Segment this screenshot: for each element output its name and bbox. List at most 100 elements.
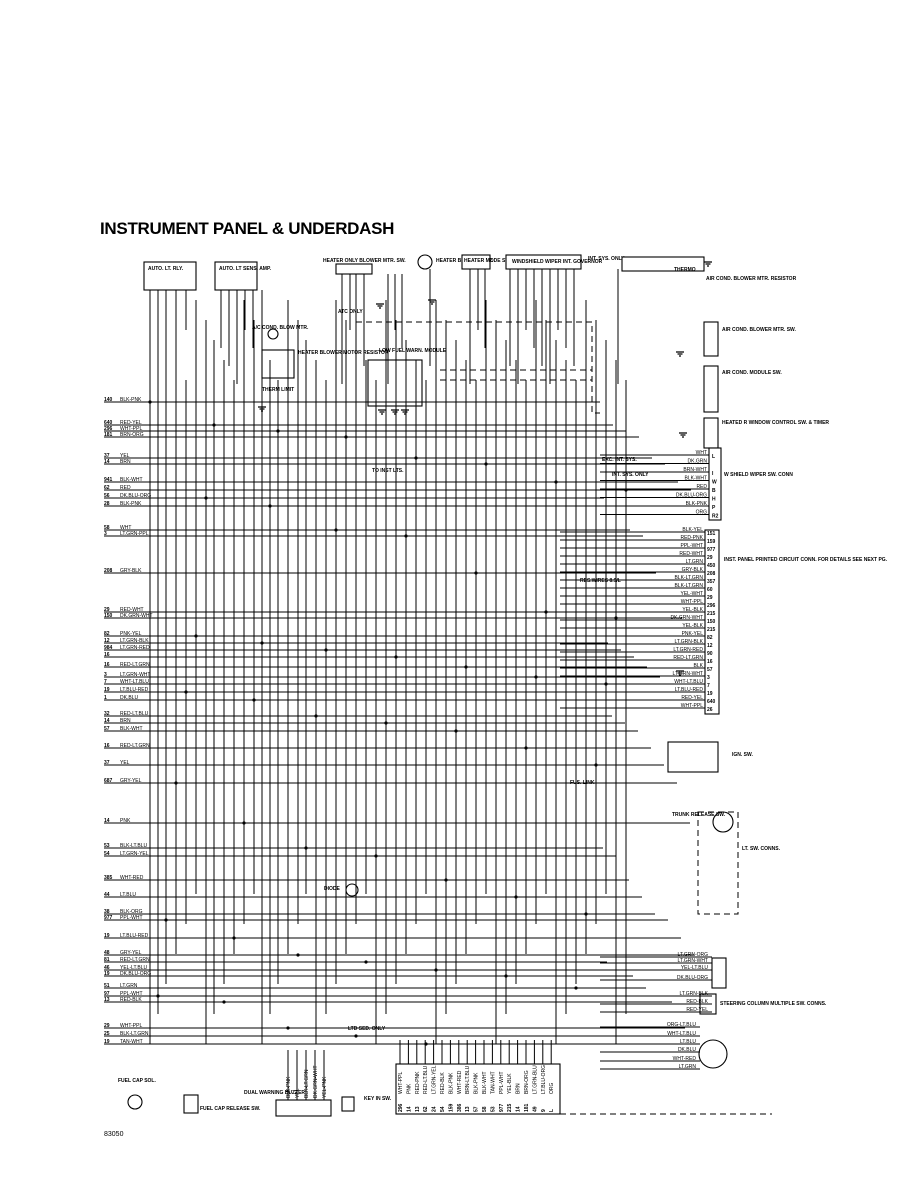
circuit-number: 48 [104, 950, 110, 956]
inst-panel-printed-circuit-conn: INST. PANEL PRINTED CIRCUIT CONN. FOR DE… [704, 529, 888, 715]
panel-pin-color: RED-YEL [681, 695, 703, 701]
circuit-number: 82 [104, 631, 110, 637]
circuit-color: LT.GRN-YEL [120, 851, 149, 857]
circuit-color: DK.BLU-ORG [120, 493, 151, 499]
panel-pin-color: BLK [694, 663, 704, 669]
diode-label: DIODE [324, 886, 341, 892]
trunk-release-sw: TRUNK RELEASE SW. [672, 811, 734, 833]
trunk-release-label: TRUNK RELEASE SW. [672, 812, 726, 818]
heater-resistor-label: HEATER BLOWER MOTOR RESISTOR [298, 350, 389, 356]
circuit-number: 14 [104, 718, 110, 724]
circuit-color: LT.GRN-BLK [120, 638, 149, 644]
panel-pin-color: LT.GRN-BLK [674, 639, 703, 645]
panel-pin-color: WHT-LT.BLU [674, 679, 703, 685]
bottom-pin-number: 215 [507, 1103, 513, 1112]
bottom-pin-number: 159 [448, 1103, 454, 1112]
panel-pin-number: 450 [707, 563, 716, 569]
circuit-color: RED-WHT [120, 607, 144, 613]
ltd-sed-only-label: LTD SED. ONLY [348, 1026, 386, 1032]
circuit-number: 29 [104, 607, 110, 613]
panel-pin-number: 215 [707, 611, 716, 617]
low-fuel-label: LOW FUEL WARN. MODULE [379, 348, 447, 354]
circuit-number: 46 [104, 965, 110, 971]
panel-pin-number: 57 [707, 667, 713, 673]
panel-pin-color: RED-WHT [679, 551, 703, 557]
bottom-pin-number: 14 [516, 1106, 522, 1112]
splice-dot [296, 953, 300, 957]
circuit-color: RED-LT.BLU [120, 711, 149, 717]
circuit-color: BRN-ORG [120, 432, 144, 438]
steering-wire-color: LT.GRN [679, 1064, 697, 1070]
bottom-pin-number: 53 [490, 1106, 496, 1112]
panel-pin-number: 29 [707, 555, 713, 561]
panel-pin-color: YEL-BLK [682, 623, 703, 629]
bottom-pin-number: 13 [415, 1106, 421, 1112]
steering-wire-color: DK.BLU [678, 1047, 696, 1053]
panel-pin-color: PPL-WHT [681, 543, 704, 549]
circuit-color: PPL-WHT [120, 991, 143, 997]
circuit-color: LT.BLU-RED [120, 687, 149, 693]
circuit-number: 1 [104, 695, 107, 701]
circuit-color: GRY-YEL [120, 778, 142, 784]
ground-symbol [401, 409, 409, 415]
wiper-pin-color: RED [696, 484, 707, 490]
panel-pin-color: LT.BLU-RED [675, 687, 704, 693]
circuit-number: 14 [104, 818, 110, 824]
panel-pin-color: BLK-LT.GRN [674, 575, 703, 581]
buzzer-wire-color: BLK-PNK [286, 1076, 292, 1098]
steering-column-conns: STEERING COLUMN MULTIPLE SW. CONNS. [698, 957, 827, 1069]
bottom-wire-color: BLK-WHT [482, 1072, 488, 1095]
panel-pin-number: 3 [707, 675, 710, 681]
steering-wire-color: WHT-RED [673, 1056, 697, 1062]
heated-r-window-sw: HEATED R WINDOW CONTROL SW. & TIMER [703, 417, 829, 449]
panel-pin-color: PNK-YEL [682, 631, 704, 637]
circuit-color: YEL [120, 453, 130, 459]
buzzer-wire-color: DK.GRN-WHT [313, 1066, 319, 1099]
panel-pin-number: 215 [707, 627, 716, 633]
circuit-number: 16 [104, 652, 110, 658]
panel-pin-number: 90 [707, 651, 713, 657]
wiper-pin-color: WHT [696, 450, 707, 456]
circuit-number: 51 [104, 983, 110, 989]
ac-module-sw-label: AIR COND. MODULE SW. [722, 370, 782, 376]
panel-pin-number: 12 [707, 643, 713, 649]
bottom-wire-color: BRN [516, 1083, 522, 1094]
figure-code: 83050 [104, 1131, 124, 1138]
wiper-sw-label: W SHIELD WIPER SW. CONN [724, 472, 793, 478]
steering-wire-color: WHT-LT.BLU [667, 1031, 696, 1037]
panel-pin-number: 640 [707, 699, 716, 705]
circuit-number: 29 [104, 1023, 110, 1029]
circuit-color: WHT-RED [120, 875, 144, 881]
circuit-color: RED-LT.GRN [120, 662, 150, 668]
res-wires-label: RES.WIRES 8.9/L [580, 578, 621, 584]
circuit-color: LT.GRN-RED [120, 645, 150, 651]
key-in-sw: KEY IN SW. [341, 1096, 392, 1112]
auto-lt-sens-amp: AUTO. LT SENS. AMP. [214, 261, 272, 291]
ground-symbol [376, 303, 384, 309]
circuit-color: PNK [120, 818, 131, 824]
panel-pin-number: 16 [707, 659, 713, 665]
panel-pin-color: YEL-BLK [682, 607, 703, 613]
circuit-number: 181 [104, 432, 113, 438]
bottom-wire-color: LT.BLU-ORG [541, 1065, 547, 1094]
bottom-wire-color: RED-PNK [415, 1071, 421, 1094]
circuit-number: 97 [104, 991, 110, 997]
panel-pin-number: 151 [707, 531, 716, 537]
steering-labels: LT.GRN-ORGLT.GRN-WHTYEL-LT.BLUDK.BLU-ORG… [667, 952, 709, 1070]
circuit-number: 37 [104, 760, 110, 766]
circuit-number: 150 [104, 613, 113, 619]
circuit-number: 385 [104, 875, 113, 881]
circuit-number: 14 [104, 459, 110, 465]
thermo-label: THERMO [674, 267, 696, 273]
circuit-color: BLK-LT.BLU [120, 843, 148, 849]
circuit-color: TAN-WHT [120, 1039, 143, 1045]
panel-pin-color: LT.GRN-WHT [673, 671, 703, 677]
panel-pin-number: 7 [707, 683, 710, 689]
ac-module-sw: AIR COND. MODULE SW. [703, 365, 782, 413]
circuit-color: GRY-BLK [120, 568, 142, 574]
bottom-pin-number: 24 [432, 1106, 438, 1112]
circuit-number: 19 [104, 933, 110, 939]
buzzer-wire-color: BLK-LT.GRN [304, 1069, 310, 1098]
bottom-wire-color: YEL-BLK [507, 1073, 513, 1094]
wiper-pin-letter: P [712, 505, 716, 511]
